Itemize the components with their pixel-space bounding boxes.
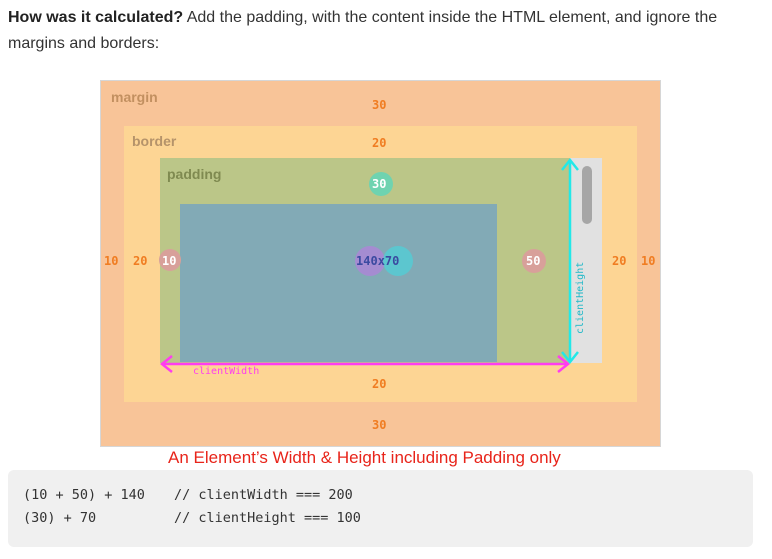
code-line-1-expression: (10 + 50) + 140 — [23, 487, 145, 503]
code-line-1-comment: // clientWidth === 200 — [174, 487, 353, 503]
margin-bottom-value: 30 — [372, 418, 387, 432]
content-x: x — [377, 254, 385, 268]
intro-paragraph: How was it calculated? Add the padding, … — [8, 5, 768, 57]
intro-bold-text: How was it calculated? — [8, 9, 184, 26]
padding-top-dot — [369, 172, 393, 196]
padding-left-dot — [159, 249, 181, 271]
padding-left-value: 10 — [162, 254, 177, 268]
border-label: border — [132, 133, 177, 149]
scrollbar-thumb — [582, 166, 592, 224]
padding-label: padding — [167, 166, 222, 182]
margin-top-value: 30 — [372, 98, 387, 112]
intro-text: Add the padding, with the content inside… — [8, 9, 718, 52]
margin-left-value: 10 — [104, 254, 119, 268]
content-size-label: 140x70 — [356, 254, 399, 268]
margin-label: margin — [111, 89, 158, 105]
padding-top-value: 30 — [372, 177, 387, 191]
padding-right-value: 50 — [526, 254, 541, 268]
border-left-value: 20 — [133, 254, 148, 268]
diagram-caption: An Element’s Width & Height including Pa… — [168, 448, 561, 467]
code-line-2-expression: (30) + 70 — [23, 510, 97, 526]
content-area — [180, 204, 497, 362]
client-height-label: clientHeight — [575, 261, 586, 334]
client-width-label: clientWidth — [193, 366, 260, 377]
client-width-arrow — [159, 355, 571, 373]
content-width-dot — [355, 246, 385, 276]
margin-right-value: 10 — [641, 254, 656, 268]
content-height-value: 70 — [384, 254, 400, 268]
border-top-value: 20 — [372, 136, 387, 150]
content-width-value: 140 — [356, 254, 378, 268]
client-height-arrow — [561, 157, 579, 365]
padding-right-dot — [522, 249, 546, 273]
border-bottom-value: 20 — [372, 377, 387, 391]
border-right-value: 20 — [612, 254, 627, 268]
code-line-2-comment: // clientHeight === 100 — [174, 510, 361, 526]
code-block — [8, 470, 753, 547]
content-height-dot — [383, 246, 413, 276]
